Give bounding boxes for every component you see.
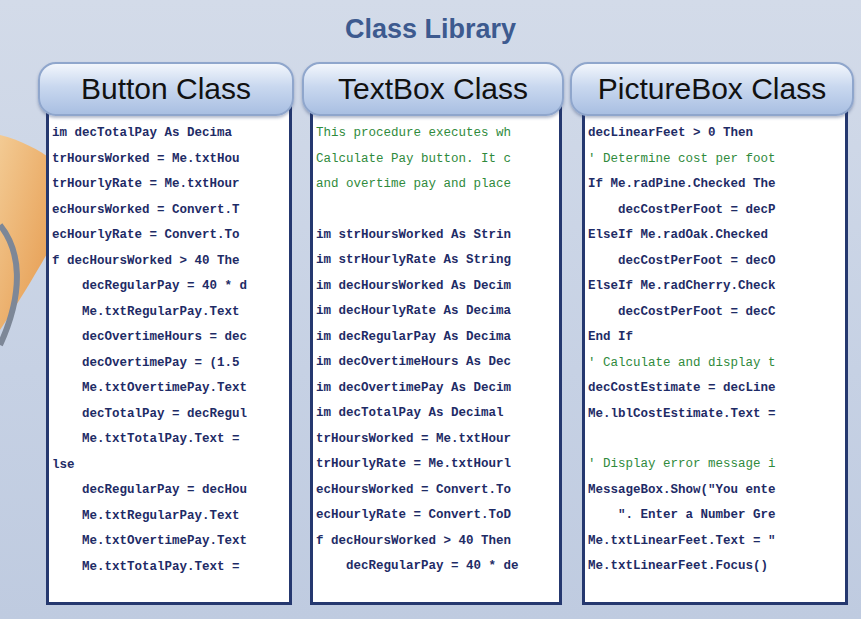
- code-line: im decOvertimeHours As Dec: [316, 350, 559, 376]
- code-line: End If: [588, 325, 845, 351]
- code-line: trHoursWorked = Me.txtHour: [316, 427, 559, 453]
- code-panel: decLinearFeet > 0 Then' Determine cost p…: [582, 102, 848, 605]
- class-name: TextBox Class: [338, 72, 528, 106]
- code-line: decRegularPay = 40 * de: [316, 554, 559, 580]
- code-line: f decHoursWorked > 40 Then: [316, 529, 559, 555]
- code-line: ElseIf Me.radCherry.Check: [588, 274, 845, 300]
- code-line: If Me.radPine.Checked The: [588, 172, 845, 198]
- code-line: decCostEstimate = decLine: [588, 376, 845, 402]
- class-tab: Button Class: [38, 62, 294, 116]
- code-line: Me.txtTotalPay.Text =: [52, 427, 289, 453]
- code-line: Me.txtRegularPay.Text: [52, 504, 289, 530]
- code-line: trHoursWorked = Me.txtHou: [52, 147, 289, 173]
- code-panel: This procedure executes whCalculate Pay …: [310, 102, 562, 605]
- class-column: PictureBox ClassdecLinearFeet > 0 Then' …: [570, 62, 854, 605]
- code-line: Me.txtTotalPay.Text =: [52, 555, 289, 581]
- code-line: decCostPerFoot = decC: [588, 300, 845, 326]
- code-line: Calculate Pay button. It c: [316, 147, 559, 173]
- code-line: decRegularPay = 40 * d: [52, 274, 289, 300]
- code-line: ecHoursWorked = Convert.To: [316, 478, 559, 504]
- class-tab: TextBox Class: [302, 62, 564, 116]
- code-line: ecHoursWorked = Convert.T: [52, 198, 289, 224]
- code-line: Me.txtOvertimePay.Text: [52, 376, 289, 402]
- code-line: Me.txtOvertimePay.Text: [52, 529, 289, 555]
- code-line: im decTotalPay As Decimal: [316, 401, 559, 427]
- code-line: This procedure executes wh: [316, 121, 559, 147]
- code-line: MessageBox.Show("You ente: [588, 478, 845, 504]
- code-line: decRegularPay = decHou: [52, 478, 289, 504]
- code-line: Me.txtLinearFeet.Text = ": [588, 529, 845, 555]
- class-column: Button Classim decTotalPay As DecimatrHo…: [38, 62, 294, 605]
- class-name: Button Class: [81, 72, 251, 106]
- code-line: ' Calculate and display t: [588, 351, 845, 377]
- code-line: ecHourlyRate = Convert.ToD: [316, 503, 559, 529]
- code-line: Me.lblCostEstimate.Text =: [588, 402, 845, 428]
- code-line: lse: [52, 453, 289, 479]
- code-line: decCostPerFoot = decP: [588, 198, 845, 224]
- class-name: PictureBox Class: [598, 72, 826, 106]
- code-line: trHourlyRate = Me.txtHourl: [316, 452, 559, 478]
- code-line: trHourlyRate = Me.txtHour: [52, 172, 289, 198]
- code-line: and overtime pay and place: [316, 172, 559, 198]
- code-line: ". Enter a Number Gre: [588, 503, 845, 529]
- diagram-title: Class Library: [0, 14, 861, 45]
- code-line: ElseIf Me.radOak.Checked: [588, 223, 845, 249]
- class-column: TextBox ClassThis procedure executes whC…: [302, 62, 564, 605]
- code-line: decOvertimeHours = dec: [52, 325, 289, 351]
- code-line: im strHourlyRate As String: [316, 248, 559, 274]
- class-tab: PictureBox Class: [570, 62, 854, 116]
- code-line: im decOvertimePay As Decim: [316, 376, 559, 402]
- code-line: ecHourlyRate = Convert.To: [52, 223, 289, 249]
- code-line: Me.txtRegularPay.Text: [52, 300, 289, 326]
- code-line: decCostPerFoot = decO: [588, 249, 845, 275]
- code-line: im decHoursWorked As Decim: [316, 274, 559, 300]
- code-line: ' Determine cost per foot: [588, 147, 845, 173]
- code-panel: im decTotalPay As DecimatrHoursWorked = …: [46, 102, 292, 605]
- code-line: im decTotalPay As Decima: [52, 121, 289, 147]
- code-line: im decHourlyRate As Decima: [316, 299, 559, 325]
- code-line: decOvertimePay = (1.5: [52, 351, 289, 377]
- gray-arc: [0, 225, 17, 345]
- code-line: ' Display error message i: [588, 452, 845, 478]
- code-line: decLinearFeet > 0 Then: [588, 121, 845, 147]
- code-line: Me.txtLinearFeet.Focus(): [588, 554, 845, 580]
- code-line: im strHoursWorked As Strin: [316, 223, 559, 249]
- code-line: im decRegularPay As Decima: [316, 325, 559, 351]
- code-line: f decHoursWorked > 40 The: [52, 249, 289, 275]
- code-line: decTotalPay = decRegul: [52, 402, 289, 428]
